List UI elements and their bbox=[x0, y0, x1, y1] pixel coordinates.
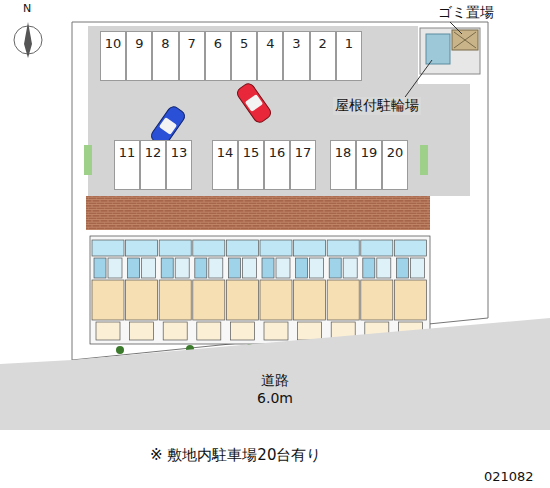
site-boundary bbox=[72, 22, 488, 360]
parking-stall: 8 bbox=[152, 31, 178, 81]
bike-shed bbox=[426, 34, 450, 64]
parking-area bbox=[88, 26, 470, 196]
stall-number: 2 bbox=[319, 36, 327, 51]
parking-stall: 15 bbox=[238, 140, 264, 190]
stall-number: 5 bbox=[240, 36, 248, 51]
parking-stall: 6 bbox=[205, 31, 231, 81]
leader-line bbox=[450, 22, 462, 34]
parking-stall: 1 bbox=[336, 31, 362, 81]
garbage-label: ゴミ置場 bbox=[438, 4, 494, 22]
stall-number: 6 bbox=[214, 36, 222, 51]
stall-number: 17 bbox=[295, 145, 312, 160]
bike-shed-area bbox=[420, 28, 480, 74]
parking-stall: 13 bbox=[166, 140, 192, 190]
parking-stall: 20 bbox=[382, 140, 408, 190]
stall-number: 8 bbox=[161, 36, 169, 51]
garbage-area bbox=[452, 30, 478, 50]
stall-number: 15 bbox=[243, 145, 260, 160]
stall-number: 9 bbox=[135, 36, 143, 51]
stall-number: 16 bbox=[269, 145, 286, 160]
stall-number: 20 bbox=[387, 145, 404, 160]
stall-number: 12 bbox=[145, 145, 162, 160]
brick-walkway bbox=[86, 196, 430, 230]
red-car bbox=[235, 81, 273, 124]
stall-number: 4 bbox=[266, 36, 274, 51]
parking-stall: 7 bbox=[179, 31, 205, 81]
stall-number: 14 bbox=[217, 145, 234, 160]
road-band: 道路6.0m bbox=[0, 318, 550, 430]
map-number: 021082 bbox=[484, 469, 534, 484]
stall-number: 13 bbox=[171, 145, 188, 160]
parking-stall: 11 bbox=[114, 140, 140, 190]
compass bbox=[14, 22, 42, 58]
stall-number: 18 bbox=[335, 145, 352, 160]
stall-number: 3 bbox=[292, 36, 300, 51]
compass-n: N bbox=[23, 2, 31, 15]
stall-number: 19 bbox=[361, 145, 378, 160]
parking-stall: 5 bbox=[231, 31, 257, 81]
parking-stall: 4 bbox=[257, 31, 283, 81]
stall-number: 7 bbox=[188, 36, 196, 51]
bike-shed-label: 屋根付駐輪場 bbox=[333, 97, 421, 115]
apartment-building bbox=[90, 236, 430, 344]
parking-stall: 2 bbox=[310, 31, 336, 81]
stall-number: 1 bbox=[345, 36, 353, 51]
parking-stall: 3 bbox=[283, 31, 309, 81]
parking-stall: 16 bbox=[264, 140, 290, 190]
parking-stall: 12 bbox=[140, 140, 166, 190]
parking-stall: 19 bbox=[356, 140, 382, 190]
parking-stall: 18 bbox=[330, 140, 356, 190]
planting bbox=[84, 145, 92, 175]
parking-stall: 9 bbox=[126, 31, 152, 81]
note: ※ 敷地内駐車場20台有り bbox=[150, 446, 321, 465]
road-name: 道路 bbox=[261, 372, 289, 390]
parking-stall: 14 bbox=[212, 140, 238, 190]
stall-number: 11 bbox=[119, 145, 136, 160]
parking-stall: 10 bbox=[100, 31, 126, 81]
stall-number: 10 bbox=[105, 36, 122, 51]
parking-stall: 17 bbox=[290, 140, 316, 190]
road-width: 6.0m bbox=[257, 390, 293, 406]
